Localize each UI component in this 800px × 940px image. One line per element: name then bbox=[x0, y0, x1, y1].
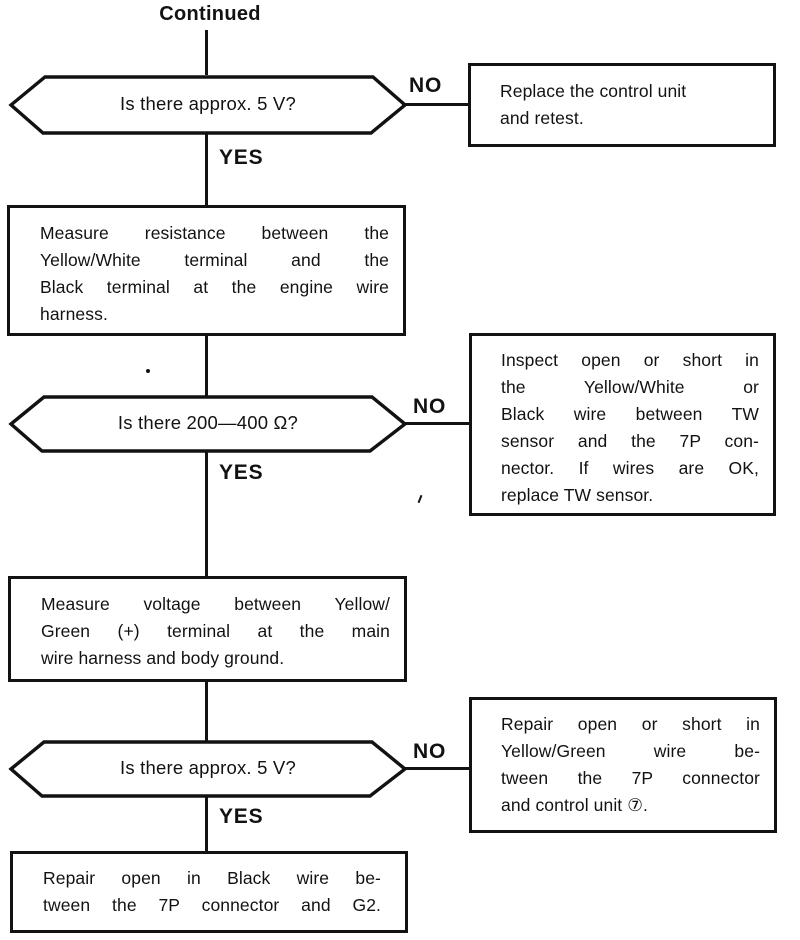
text-line: sensor and the 7P con- bbox=[501, 431, 759, 451]
decision-question: Is there approx. 5 V? bbox=[120, 757, 296, 778]
text-line: Yellow/White terminal and the bbox=[40, 250, 389, 270]
text-line: Black wire between TW bbox=[501, 404, 759, 424]
text-line: tween the 7P connector bbox=[501, 768, 760, 788]
text-line: Yellow/Green wire be- bbox=[501, 741, 760, 761]
continued-label: Continued bbox=[159, 3, 261, 25]
text-line: Measure voltage between Yellow/ bbox=[41, 594, 390, 614]
text-line: replace TW sensor. bbox=[501, 485, 654, 505]
decision-question: Is there 200—400 Ω? bbox=[117, 412, 299, 433]
text-line: Measure resistance between the bbox=[40, 223, 389, 243]
connector-decision3-to-process3 bbox=[205, 797, 208, 853]
connector-process2-to-decision3 bbox=[205, 680, 208, 741]
connector-title-to-decision1 bbox=[205, 30, 208, 75]
action-box-repair-open-short: Repair open or short in Yellow/Green wir… bbox=[469, 697, 777, 833]
decision-approx-5v-second: Is there approx. 5 V? bbox=[8, 739, 408, 799]
no-branch-label: NO bbox=[413, 395, 447, 418]
yes-branch-label: YES bbox=[219, 461, 264, 484]
text-line: tween the 7P connector and G2. bbox=[43, 895, 381, 915]
no-branch-label: NO bbox=[409, 74, 443, 97]
text-line: Green (+) terminal at the main bbox=[41, 621, 390, 641]
decision-approx-5v-first: Is there approx. 5 V? bbox=[8, 74, 408, 136]
decision-question: Is there approx. 5 V? bbox=[120, 93, 296, 114]
text-line: Inspect open or short in bbox=[501, 350, 759, 370]
connector-decision2-to-process2 bbox=[205, 452, 208, 578]
connector-decision2-to-action2 bbox=[402, 422, 472, 425]
text-line: the Yellow/White or bbox=[501, 377, 759, 397]
text-line: Replace the control unit bbox=[500, 81, 687, 101]
yes-branch-label: YES bbox=[219, 805, 264, 828]
text-line: and retest. bbox=[500, 108, 584, 128]
process-box-repair-black-wire: Repair open in Black wire be- tween the … bbox=[10, 851, 408, 933]
action-box-replace-control-unit: Replace the control unit and retest. bbox=[468, 63, 776, 147]
scan-speck bbox=[417, 494, 423, 504]
yes-branch-label: YES bbox=[219, 146, 264, 169]
process-box-measure-voltage: Measure voltage between Yellow/ Green (+… bbox=[8, 576, 407, 682]
decision-200-400-ohm: Is there 200—400 Ω? bbox=[8, 394, 408, 454]
scan-speck bbox=[146, 369, 150, 373]
connector-decision3-to-action3 bbox=[402, 767, 472, 770]
action-box-inspect-open-short: Inspect open or short in the Yellow/Whit… bbox=[469, 333, 776, 516]
text-line: wire harness and body ground. bbox=[41, 648, 285, 668]
process-box-measure-resistance: Measure resistance between the Yellow/Wh… bbox=[7, 205, 406, 336]
text-line: and control unit ⑦. bbox=[501, 795, 648, 815]
connector-decision1-to-action1 bbox=[402, 103, 470, 106]
connector-process1-to-decision2 bbox=[205, 334, 208, 396]
text-line: harness. bbox=[40, 304, 108, 324]
connector-decision1-to-process1 bbox=[205, 134, 208, 207]
text-line: nector. If wires are OK, bbox=[501, 458, 759, 478]
text-line: Repair open in Black wire be- bbox=[43, 868, 381, 888]
text-line: Repair open or short in bbox=[501, 714, 760, 734]
no-branch-label: NO bbox=[413, 740, 447, 763]
text-line: Black terminal at the engine wire bbox=[40, 277, 389, 297]
